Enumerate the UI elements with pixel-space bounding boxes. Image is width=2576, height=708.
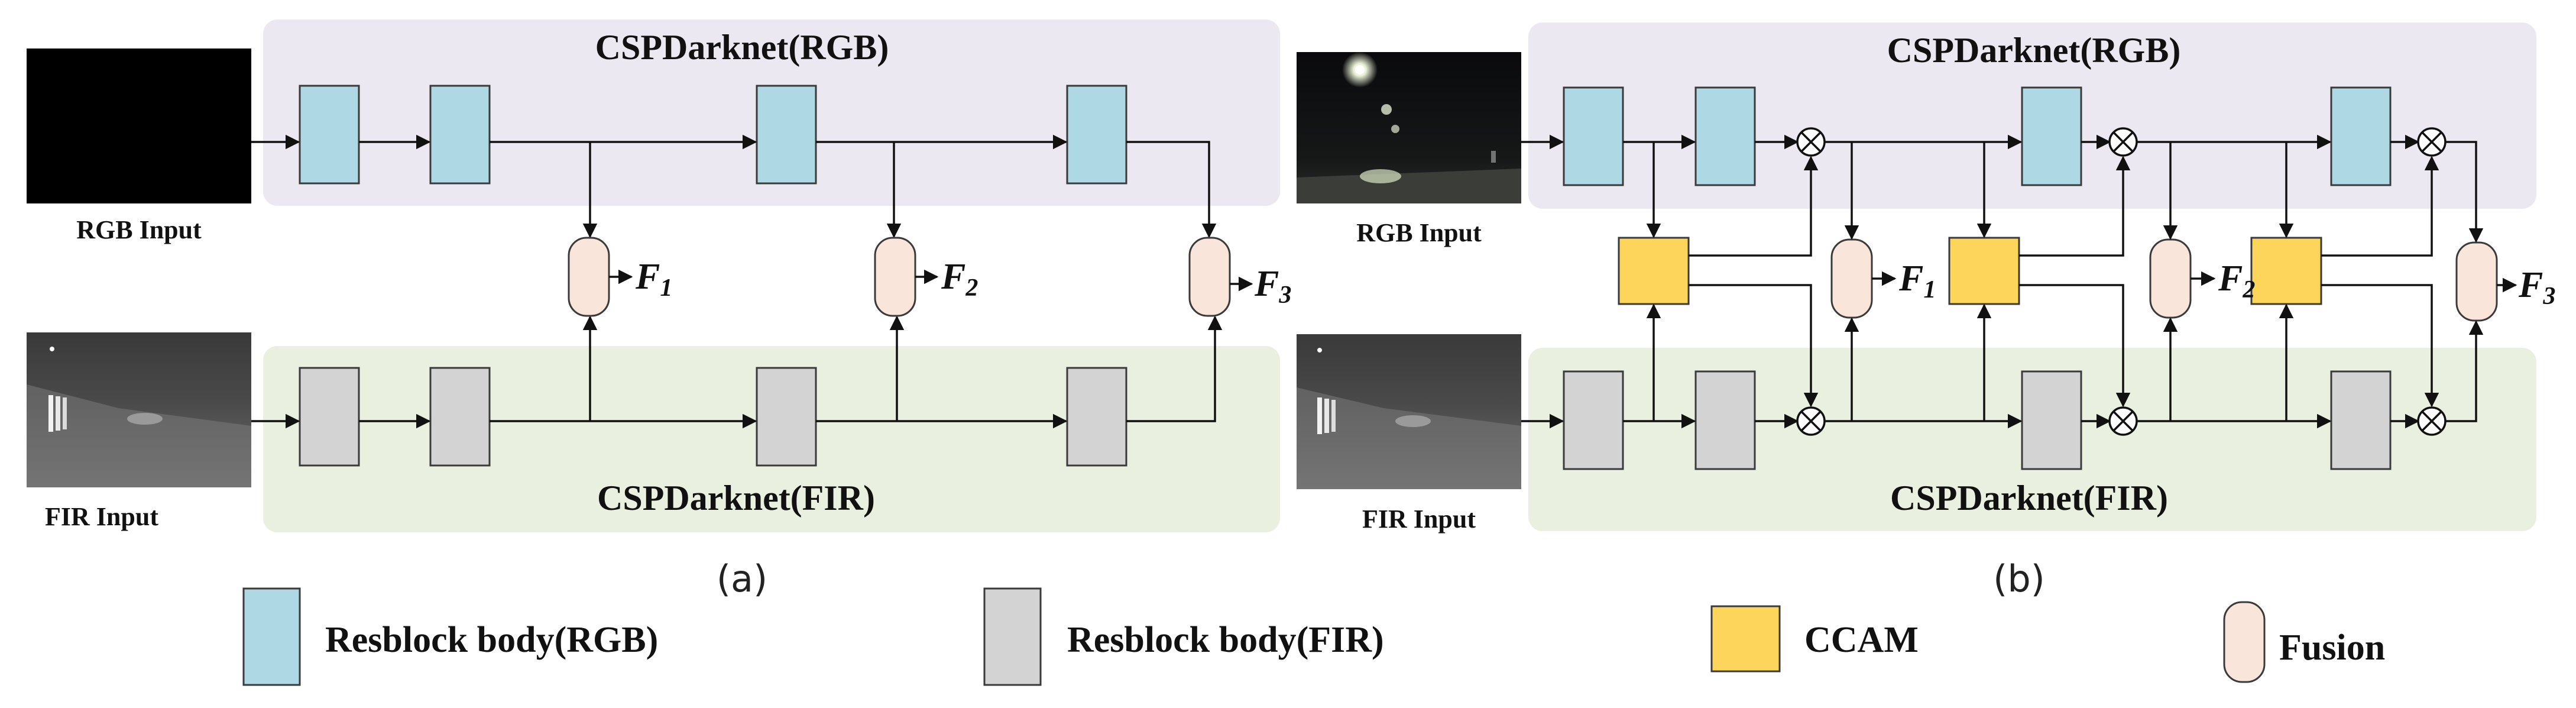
ccam-module [1948,237,2020,305]
fir-backbone-title: CSPDarknet(FIR) [597,479,875,518]
fusion-node [1830,238,1873,319]
legend-fusion-label: Fusion [2279,628,2385,668]
multiply-circle-icon [2108,127,2138,157]
legend-ccam-swatch [1710,605,1781,673]
output-f2-label: F2 [941,257,978,302]
ccam-module [2250,237,2322,305]
resblock-fir [1563,370,1624,470]
fir-input-image [1297,334,1521,489]
fusion-node [1188,237,1231,317]
legend-rgb-label: Resblock body(RGB) [325,620,658,660]
fir-backbone-title: CSPDarknet(FIR) [1890,479,2168,518]
resblock-rgb [1066,85,1127,185]
legend-ccam-label: CCAM [1804,620,1919,660]
output-f1-label: F1 [635,257,672,302]
multiply-circle-icon [1796,127,1826,157]
resblock-fir [2330,370,2392,470]
output-f1-label: F1 [1898,258,1936,303]
resblock-fir [1066,367,1127,467]
resblock-rgb [429,85,491,185]
fir-input-label: FIR Input [1362,505,1476,534]
panel-b: CSPDarknet(RGB) CSPDarknet(FIR) RGB Inpu… [1297,22,2555,600]
fusion-node [2149,238,2192,319]
multiply-circle-icon [1796,406,1826,436]
legend-rgb-swatch [242,587,301,686]
resblock-rgb [756,85,817,185]
resblock-rgb [1563,86,1624,186]
rgb-backbone-title: CSPDarknet(RGB) [595,28,889,67]
ccam-module [1618,237,1690,305]
fir-input-label: FIR Input [45,502,158,531]
resblock-fir [756,367,817,467]
legend-fir-label: Resblock body(FIR) [1067,620,1384,660]
rgb-backbone-title: CSPDarknet(RGB) [1887,31,2181,70]
rgb-input-image [1297,52,1521,203]
fusion-node [2455,241,2498,322]
multiply-circle-icon [2417,406,2447,436]
resblock-rgb [2330,86,2392,186]
resblock-rgb [2021,86,2082,186]
panel-a-caption: (a) [717,557,767,600]
panel-a: CSPDarknet(RGB) CSPDarknet(FIR) RGB Inpu… [27,20,1291,600]
legend: Resblock body(RGB) Resblock body(FIR) CC… [242,587,2385,686]
legend-fir-swatch [983,587,1042,686]
panel-b-caption: (b) [1993,557,2045,600]
fir-input-image [27,332,251,487]
resblock-fir [2021,370,2082,470]
fusion-node [568,237,610,317]
rgb-input-label: RGB Input [1356,218,1482,247]
rgb-input-label: RGB Input [76,215,202,244]
resblock-fir [299,367,360,467]
resblock-rgb [299,85,360,185]
output-f3-label: F3 [2518,265,2555,310]
legend-fusion-swatch [2223,601,2266,683]
resblock-fir [429,367,491,467]
resblock-rgb [1694,86,1756,186]
rgb-input-image [27,49,251,203]
output-f3-label: F3 [1254,264,1291,309]
resblock-fir [1694,370,1756,470]
multiply-circle-icon [2417,127,2447,157]
fusion-node [874,237,916,317]
output-f2-label: F2 [2218,258,2255,303]
multiply-circle-icon [2108,406,2138,436]
